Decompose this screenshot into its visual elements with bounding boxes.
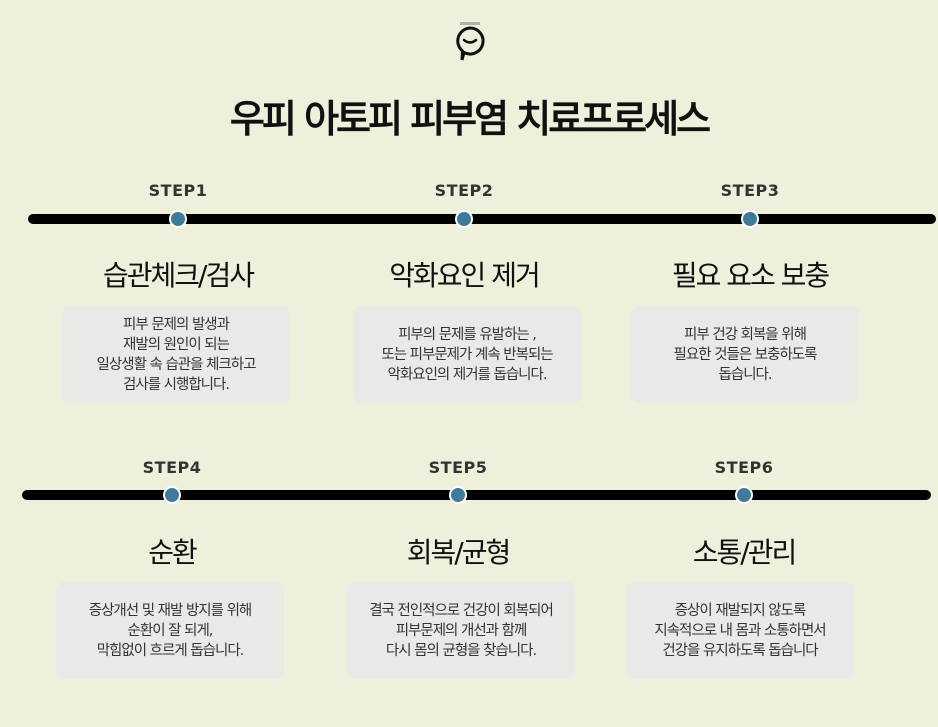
step-marker xyxy=(455,210,473,228)
step-description-box: 피부 건강 회복을 위해 필요한 것들은 보충하도록 돕습니다. xyxy=(631,306,859,403)
step-description-box: 피부의 문제를 유발하는 , 또는 피부문제가 계속 반복되는 악화요인의 제거… xyxy=(353,306,581,403)
step-description: 증상이 재발되지 않도록 지속적으로 내 몸과 소통하면서 건강을 유지하도록 … xyxy=(654,602,826,659)
smile-speech-bubble-icon xyxy=(456,22,485,61)
step-title: 필요 요소 보충 xyxy=(671,259,830,292)
step-label: STEP1 xyxy=(148,181,208,200)
step-description-box: 피부 문제의 발생과 재발의 원인이 되는 일상생활 속 습관을 체크하고 검사… xyxy=(62,306,290,403)
step-marker xyxy=(169,210,187,228)
step-title: 습관체크/검사 xyxy=(103,259,255,292)
step-label: STEP3 xyxy=(720,181,780,200)
step-description: 증상개선 및 재발 방지를 위해 순환이 잘 되게, 막힘없이 흐르게 돕습니다… xyxy=(88,602,253,659)
step-title: 소통/관리 xyxy=(692,536,797,569)
page-title: 우피 아토피 피부염 치료프로세스 xyxy=(229,97,711,141)
step-title: 회복/균형 xyxy=(406,536,511,569)
step-label: STEP6 xyxy=(714,458,774,477)
step-marker xyxy=(741,210,759,228)
step-label: STEP5 xyxy=(428,458,488,477)
step-description-box: 증상개선 및 재발 방지를 위해 순환이 잘 되게, 막힘없이 흐르게 돕습니다… xyxy=(56,582,284,679)
timeline-row-1 xyxy=(28,214,936,224)
timeline-row-2 xyxy=(22,490,931,500)
step-marker xyxy=(449,486,467,504)
step-description: 결국 전인적으로 건강이 회복되어 피부문제의 개선과 함께 다시 몸의 균형을… xyxy=(369,602,554,659)
step-title: 순환 xyxy=(148,536,198,569)
step-description: 피부의 문제를 유발하는 , 또는 피부문제가 계속 반복되는 악화요인의 제거… xyxy=(381,326,553,383)
step-label: STEP2 xyxy=(434,181,494,200)
step-label: STEP4 xyxy=(142,458,202,477)
step-description: 피부 건강 회복을 위해 필요한 것들은 보충하도록 돕습니다. xyxy=(673,326,818,383)
step-description: 피부 문제의 발생과 재발의 원인이 되는 일상생활 속 습관을 체크하고 검사… xyxy=(96,316,257,393)
step-marker xyxy=(735,486,753,504)
step-marker xyxy=(163,486,181,504)
step-title: 악화요인 제거 xyxy=(389,259,540,292)
step-description-box: 결국 전인적으로 건강이 회복되어 피부문제의 개선과 함께 다시 몸의 균형을… xyxy=(347,582,575,679)
step-description-box: 증상이 재발되지 않도록 지속적으로 내 몸과 소통하면서 건강을 유지하도록 … xyxy=(626,582,854,679)
